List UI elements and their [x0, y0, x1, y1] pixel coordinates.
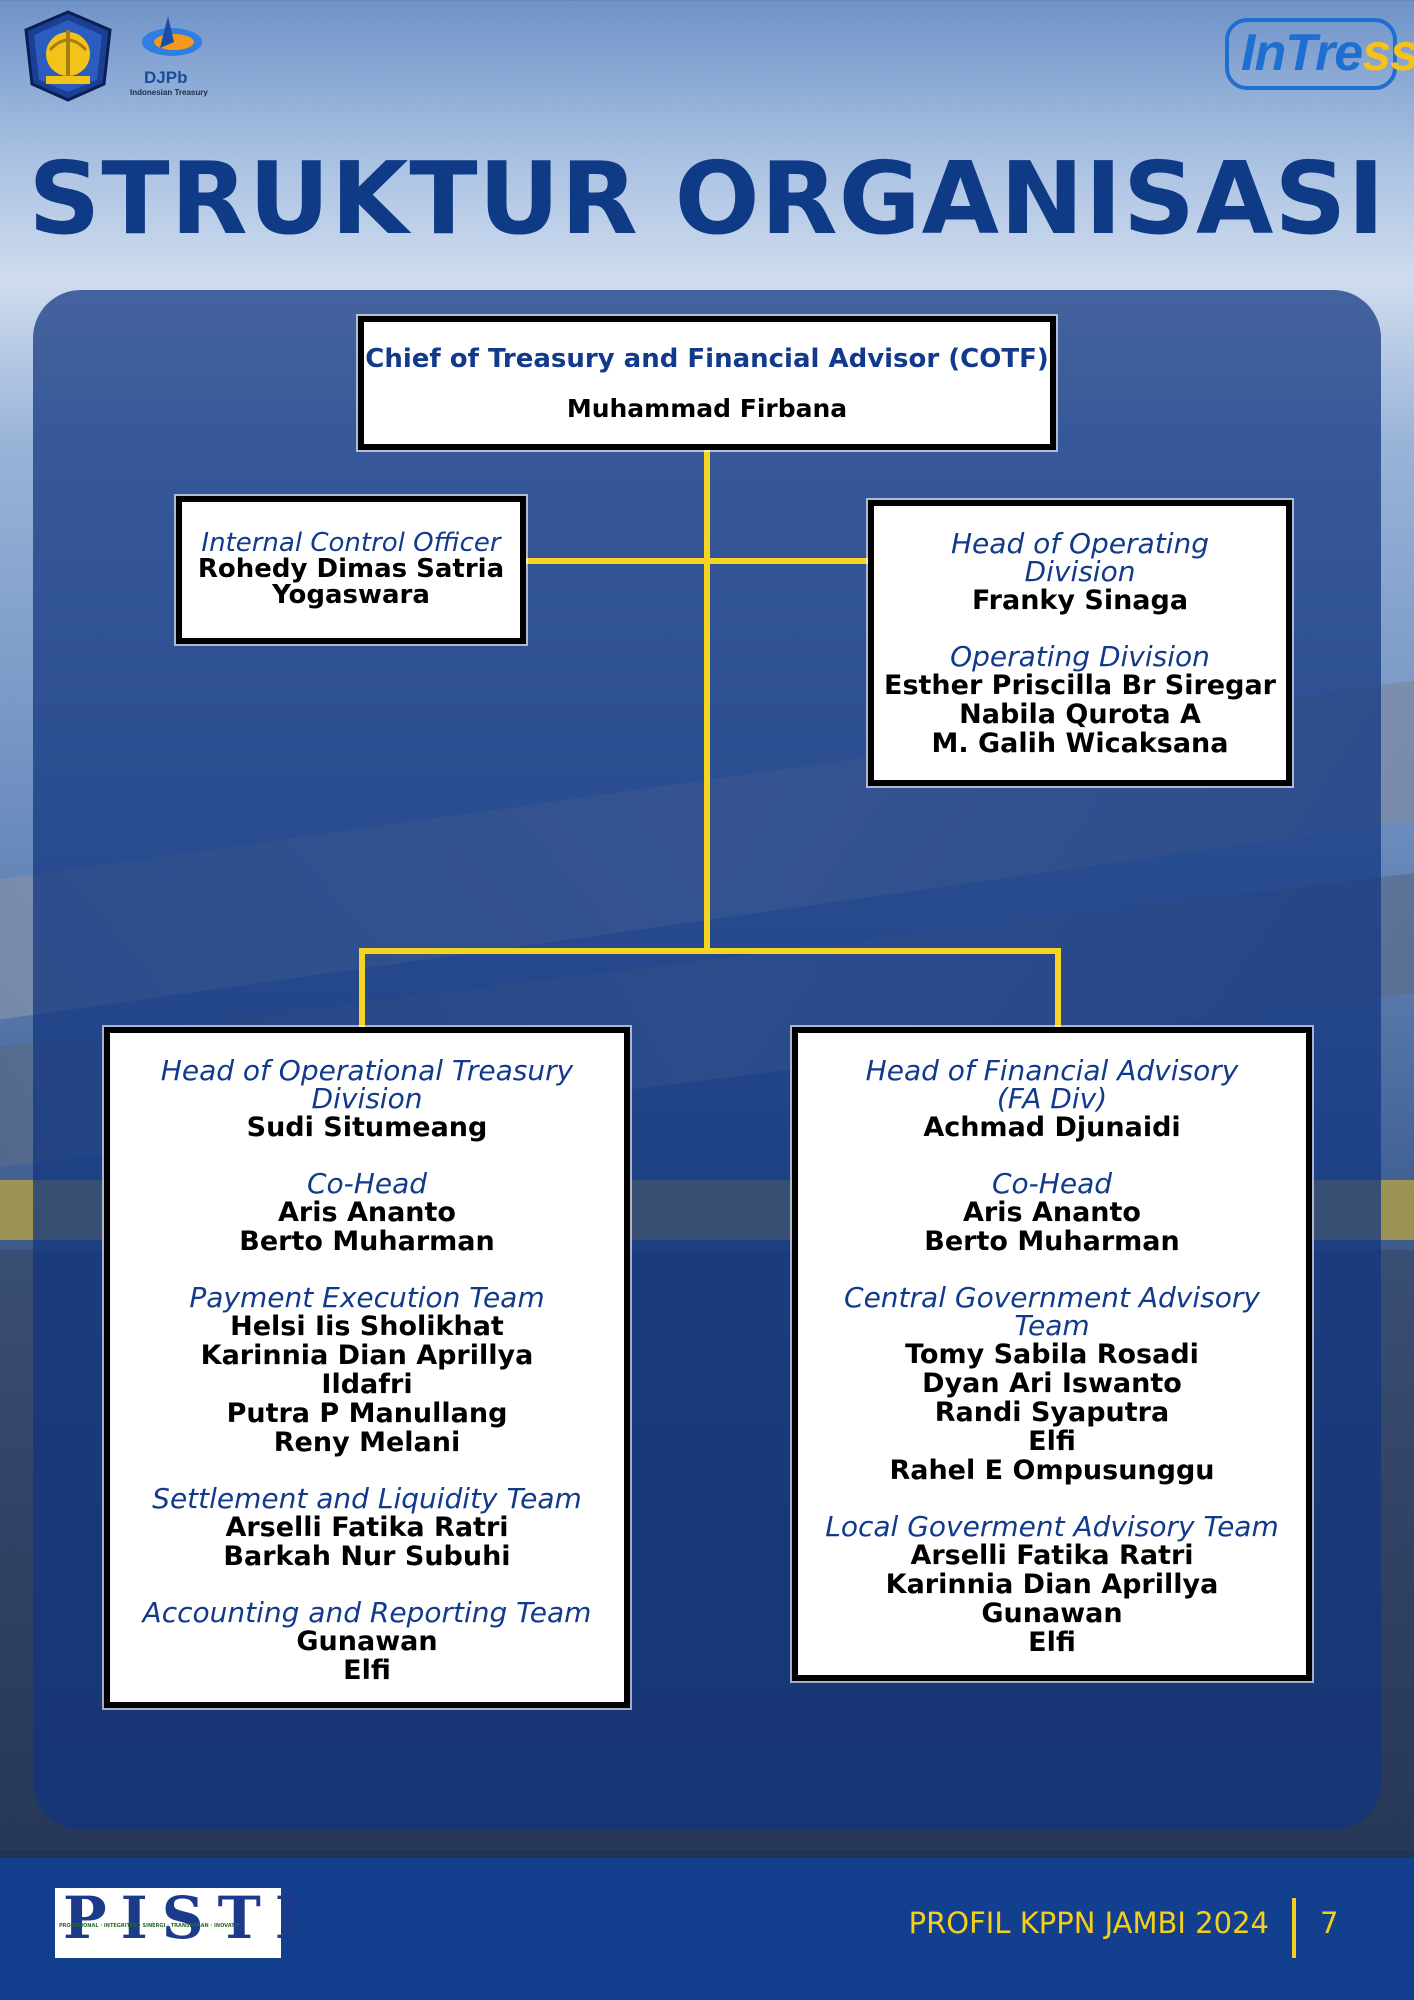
connector-cotf-vertical: [704, 450, 710, 954]
intress-logo-main: InTre: [1241, 24, 1363, 82]
kemenkeu-logo: [20, 10, 116, 102]
fad-cgat-member: Tomy Sabila Rosadi: [905, 1339, 1199, 1370]
footer-label: PROFIL KPPN JAMBI 2024: [908, 1906, 1269, 1940]
cotf-name: Muhammad Firbana: [566, 394, 848, 423]
pisti-logo-subtitle: PROFESIONAL · INTEGRITAS · SINERGI · TRA…: [59, 1923, 240, 1929]
fad-cgat-role-line: Central Government Advisory: [844, 1281, 1260, 1314]
cotf-title: Chief of Treasury and Financial Advisor …: [365, 344, 1049, 374]
djpb-logo-subtitle: Indonesian Treasury: [130, 88, 208, 97]
fad-cgat-member: Dyan Ari Iswanto: [922, 1368, 1182, 1399]
operating-division-box: Head of Operating Division Franky Sinaga…: [868, 500, 1292, 786]
intress-logo: InTress: [1225, 18, 1414, 90]
otd-slt-role: Settlement and Liquidity Team: [152, 1482, 582, 1515]
pisti-logo-text: PISTI: [63, 1884, 316, 1952]
hod-role-line: Division: [1024, 555, 1136, 588]
fad-cgat-member: Rahel E Ompusunggu: [889, 1455, 1215, 1486]
connector-side-horizontal: [526, 558, 868, 564]
fad-role-line: Head of Financial Advisory: [865, 1054, 1239, 1087]
fad-cgat-member: Randi Syaputra: [934, 1397, 1170, 1428]
otd-pet-member: Karinnia Dian Aprillya: [200, 1340, 534, 1371]
fad-lgat-member: Karinnia Dian Aprillya: [885, 1569, 1219, 1600]
otd-pet-member: Ildafri: [321, 1369, 413, 1400]
hod-member: Nabila Qurota A: [959, 699, 1201, 730]
fad-lgat-role: Local Goverment Advisory Team: [825, 1510, 1279, 1543]
connector-otd-drop: [359, 948, 365, 1028]
ico-role: Internal Control Officer: [201, 528, 501, 558]
fad-role-line: (FA Div): [996, 1082, 1108, 1115]
otd-role-line: Head of Operational Treasury: [160, 1054, 574, 1087]
otd-role-line: Division: [311, 1082, 423, 1115]
djpb-logo: DJPb Indonesian Treasury: [130, 12, 210, 102]
otd-pet-member: Putra P Manullang: [226, 1398, 508, 1429]
fad-cgat-role-line: Team: [1014, 1309, 1090, 1342]
otd-art-member: Gunawan: [296, 1626, 438, 1657]
intress-logo-tail: ss: [1362, 24, 1414, 82]
page-title: STRUKTUR ORGANISASI: [28, 140, 1386, 257]
hod-member: M. Galih Wicaksana: [931, 728, 1229, 759]
internal-control-officer-box: Internal Control Officer Rohedy Dimas Sa…: [176, 496, 526, 644]
fad-cohead: Berto Muharman: [924, 1226, 1180, 1257]
footer-divider: [1292, 1898, 1296, 1958]
otd-cohead-role: Co-Head: [307, 1167, 427, 1200]
otd-cohead: Berto Muharman: [239, 1226, 495, 1257]
connector-bottom-horizontal: [359, 948, 1061, 954]
otd-pet-member: Reny Melani: [273, 1427, 461, 1458]
otd-pet-role: Payment Execution Team: [189, 1281, 545, 1314]
operational-treasury-division-box: Head of Operational Treasury Division Su…: [104, 1027, 630, 1708]
fad-cohead-role: Co-Head: [992, 1167, 1112, 1200]
hod-role-line: Head of Operating: [951, 527, 1209, 560]
pisti-logo: PISTI PROFESIONAL · INTEGRITAS · SINERGI…: [55, 1888, 302, 1958]
otd-art-member: Elfi: [343, 1655, 391, 1686]
djpb-logo-text: DJPb: [144, 68, 188, 87]
financial-advisory-division-box: Head of Financial Advisory (FA Div) Achm…: [792, 1027, 1312, 1681]
otd-slt-member: Barkah Nur Subuhi: [223, 1541, 511, 1572]
otd-pet-member: Helsi Iis Sholikhat: [230, 1311, 504, 1342]
otd-head-name: Sudi Situmeang: [246, 1112, 488, 1143]
fad-lgat-member: Arselli Fatika Ratri: [910, 1540, 1194, 1571]
hod-member: Esther Priscilla Br Siregar: [884, 670, 1276, 701]
fad-head-name: Achmad Djunaidi: [923, 1112, 1181, 1143]
cotf-box: Chief of Treasury and Financial Advisor …: [358, 316, 1056, 450]
fad-lgat-member: Elfi: [1028, 1627, 1076, 1658]
hod-head-name: Franky Sinaga: [971, 585, 1189, 616]
ico-name-line: Rohedy Dimas Satria: [197, 554, 505, 584]
hod-team-role: Operating Division: [950, 640, 1210, 673]
fad-cgat-member: Elfi: [1028, 1426, 1076, 1457]
otd-art-role: Accounting and Reporting Team: [142, 1596, 592, 1629]
fad-lgat-member: Gunawan: [981, 1598, 1123, 1629]
otd-cohead: Aris Ananto: [278, 1197, 456, 1228]
otd-slt-member: Arselli Fatika Ratri: [225, 1512, 509, 1543]
page-number: 7: [1320, 1906, 1339, 1940]
fad-cohead: Aris Ananto: [963, 1197, 1141, 1228]
ico-name-line: Yogaswara: [272, 580, 430, 610]
connector-fad-drop: [1055, 948, 1061, 1028]
footer: PISTI PROFESIONAL · INTEGRITAS · SINERGI…: [0, 1858, 1414, 2000]
